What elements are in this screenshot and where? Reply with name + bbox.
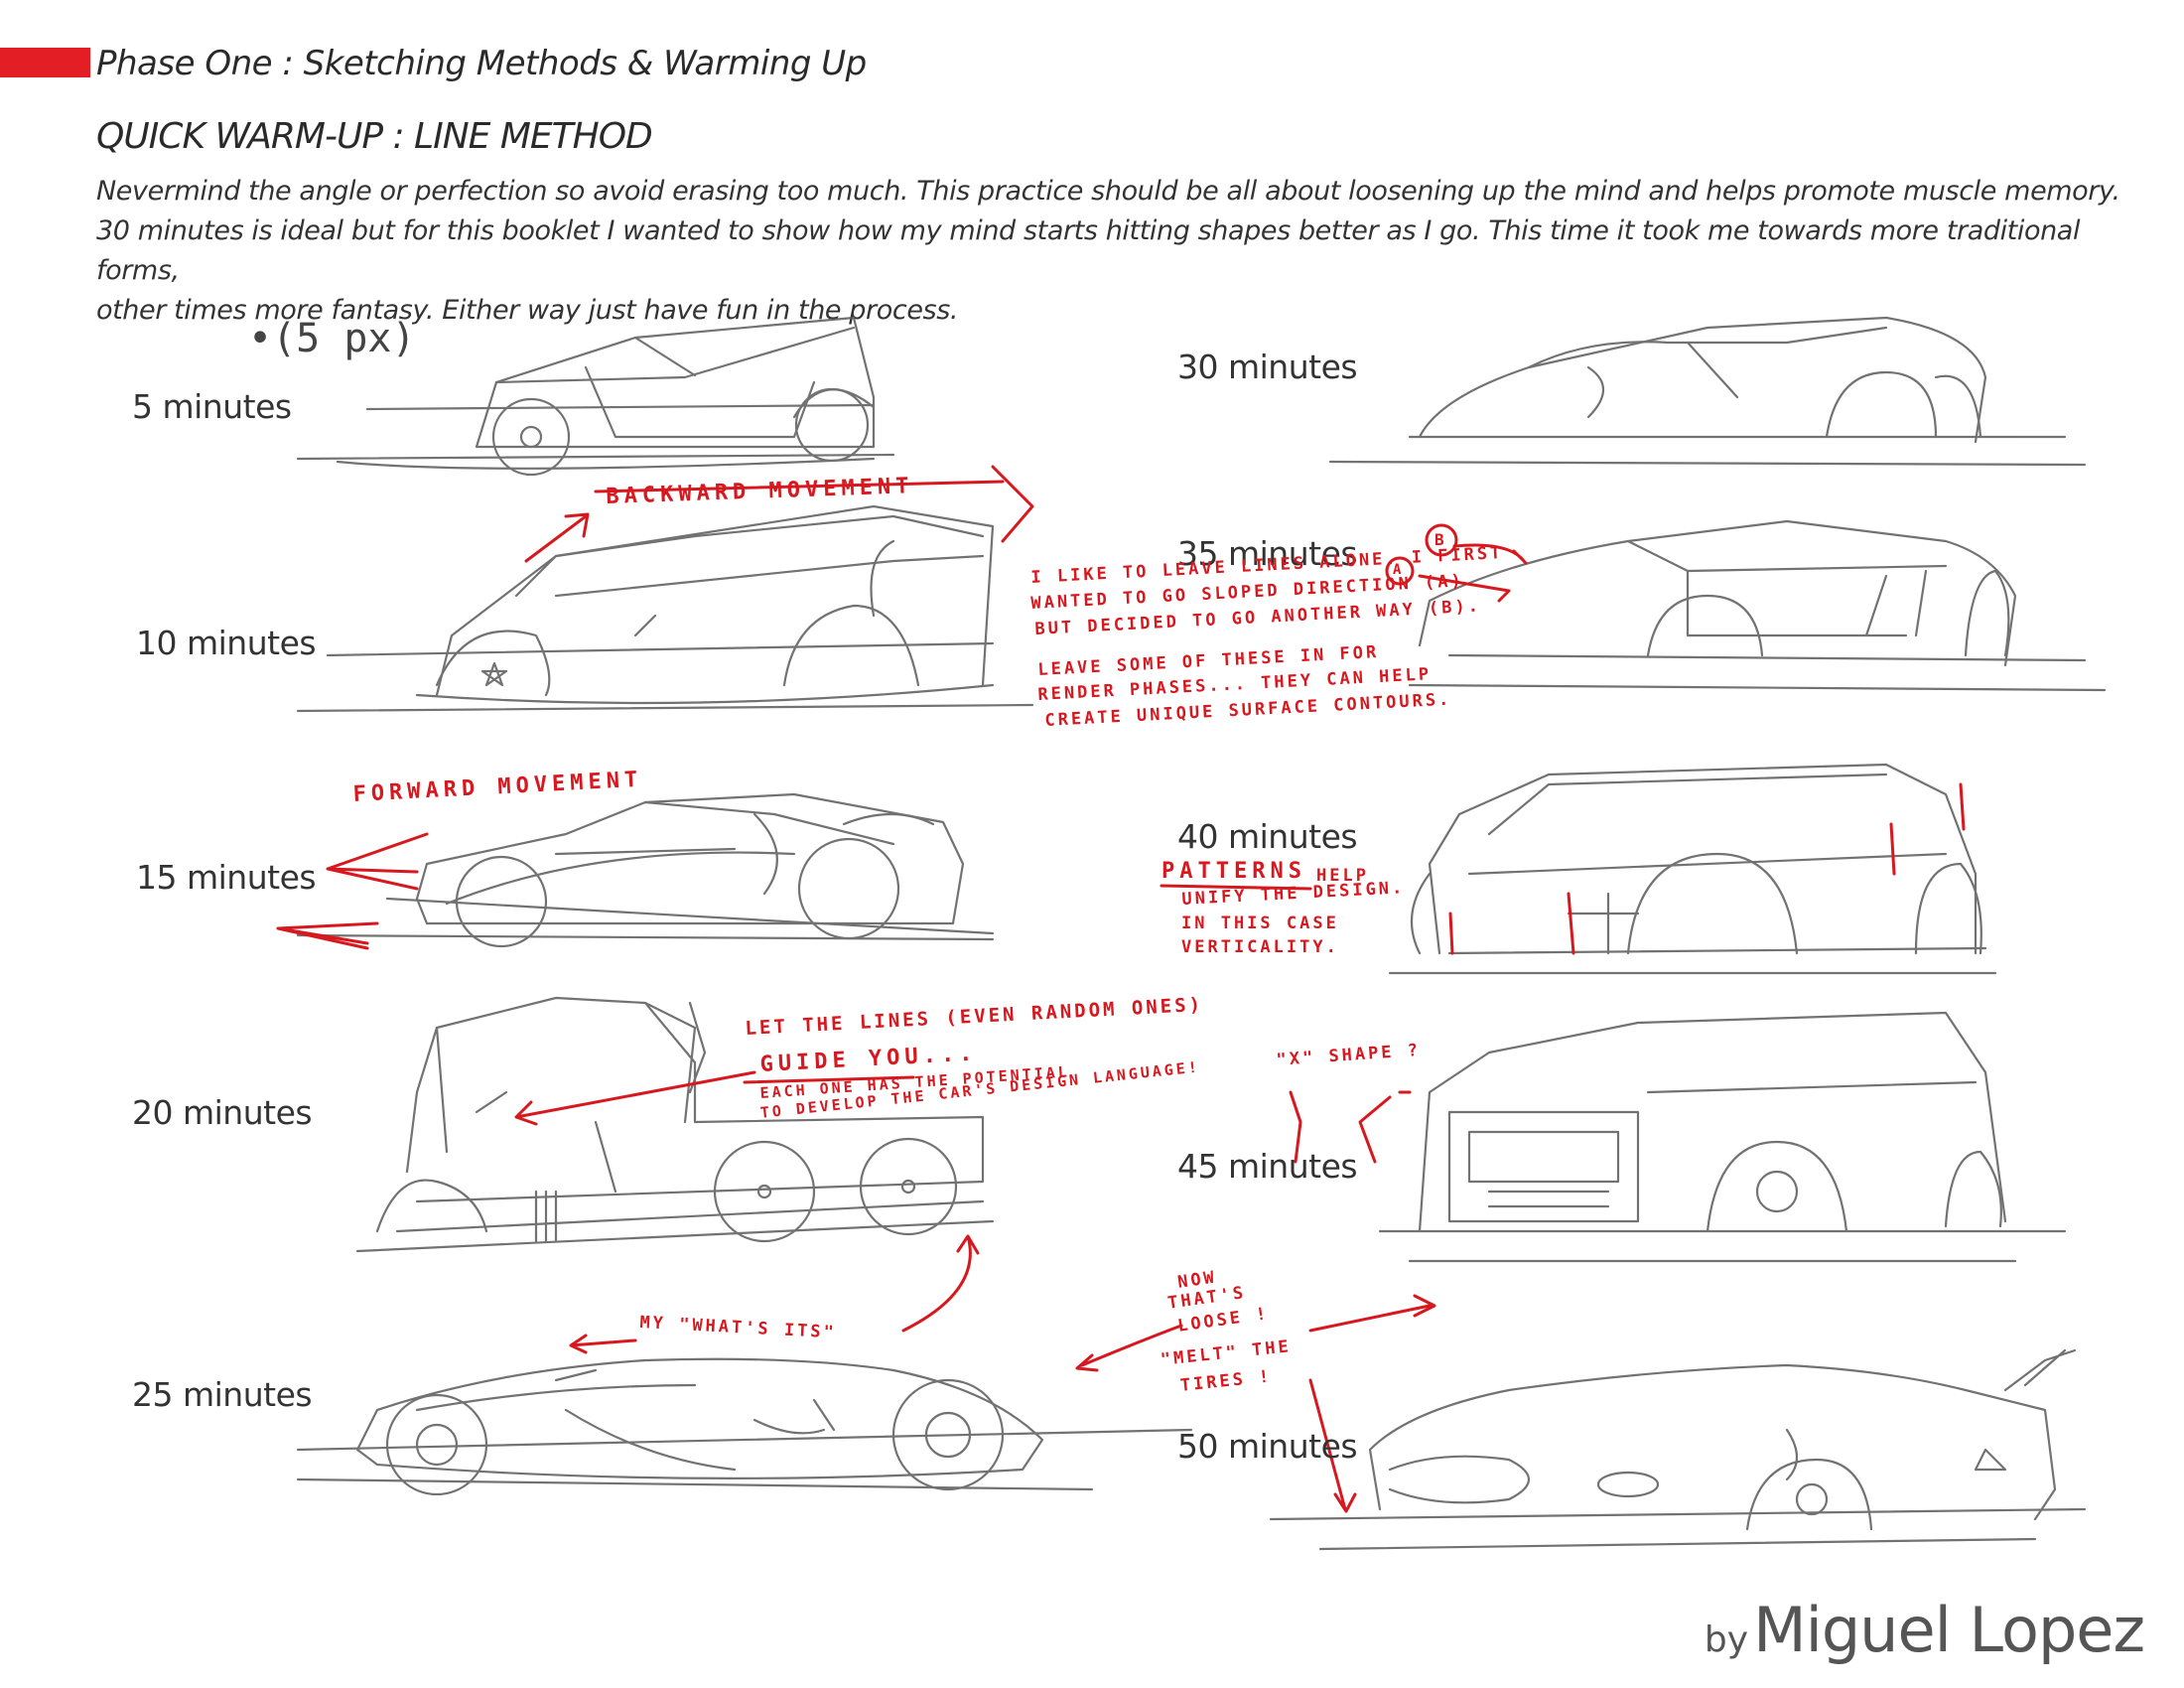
label-20-minutes: 20 minutes bbox=[132, 1093, 313, 1132]
marker-b: B bbox=[1434, 530, 1444, 549]
loose-arrow-left bbox=[1075, 1324, 1183, 1372]
sketch-15-minutes bbox=[296, 792, 995, 948]
sketch-25-minutes bbox=[296, 1357, 1193, 1496]
intro-paragraph: Nevermind the angle or perfection so avo… bbox=[96, 172, 2141, 331]
sketch-10-minutes bbox=[296, 504, 1034, 713]
sketch-20-minutes bbox=[355, 996, 995, 1253]
marker-a: A bbox=[1393, 562, 1402, 578]
marker-a-circle bbox=[1385, 556, 1415, 586]
guide-arrow bbox=[514, 1070, 756, 1126]
note-patterns: PATTERNS bbox=[1161, 859, 1306, 884]
label-5-minutes: 5 minutes bbox=[132, 387, 292, 426]
section-title: QUICK WARM-UP : LINE METHOD bbox=[96, 116, 653, 157]
red-vertical-1 bbox=[1448, 782, 1966, 955]
signature-by: by bbox=[1704, 1619, 1749, 1660]
backward-arrow-big bbox=[594, 465, 1034, 543]
guide-underline bbox=[743, 1075, 915, 1084]
note-patterns-help: HELP bbox=[1316, 866, 1369, 886]
phase-title: Phase One : Sketching Methods & Warming … bbox=[96, 44, 867, 83]
label-15-minutes: 15 minutes bbox=[136, 858, 317, 897]
label-50-minutes: 50 minutes bbox=[1177, 1427, 1358, 1466]
sketch-5-minutes bbox=[296, 316, 895, 477]
author-signature: by Miguel Lopez bbox=[1704, 1594, 2145, 1666]
label-30-minutes: 30 minutes bbox=[1177, 348, 1358, 386]
forward-arrow-1 bbox=[326, 832, 429, 891]
loose-arrow-right bbox=[1308, 1294, 1436, 1333]
forward-arrow-2 bbox=[276, 921, 379, 950]
sketch-45-minutes bbox=[1378, 1011, 2067, 1263]
sketch-50-minutes bbox=[1269, 1348, 2087, 1551]
signature-name: Miguel Lopez bbox=[1753, 1594, 2145, 1666]
accent-bar bbox=[0, 48, 90, 77]
label-25-minutes: 25 minutes bbox=[132, 1375, 313, 1414]
sketch-30-minutes bbox=[1328, 316, 2087, 467]
note-patterns-4: VERTICALITY. bbox=[1181, 937, 1339, 957]
marker-b-circle bbox=[1425, 523, 1458, 557]
label-40-minutes: 40 minutes bbox=[1177, 817, 1358, 856]
patterns-underline bbox=[1160, 884, 1312, 891]
brush-size-note: •(5 px) bbox=[248, 316, 416, 361]
melt-arrow bbox=[1308, 1378, 1357, 1513]
label-35-minutes: 35 minutes bbox=[1177, 534, 1358, 573]
whats-its-arrow bbox=[569, 1334, 637, 1354]
a-to-b-arrow bbox=[1418, 574, 1511, 603]
intro-line: Nevermind the angle or perfection so avo… bbox=[96, 176, 2120, 207]
b-arrow bbox=[1452, 543, 1528, 565]
x-shape-mark bbox=[1289, 1090, 1412, 1164]
intro-line: 30 minutes is ideal but for this booklet… bbox=[96, 215, 2081, 286]
sketch-35-minutes bbox=[1408, 519, 2107, 692]
backward-arrow bbox=[524, 512, 590, 563]
label-45-minutes: 45 minutes bbox=[1177, 1147, 1358, 1186]
note-patterns-3: IN THIS CASE bbox=[1181, 914, 1339, 933]
sketch-40-minutes bbox=[1388, 763, 1997, 975]
label-10-minutes: 10 minutes bbox=[136, 624, 317, 662]
whats-its-curve bbox=[901, 1234, 980, 1333]
